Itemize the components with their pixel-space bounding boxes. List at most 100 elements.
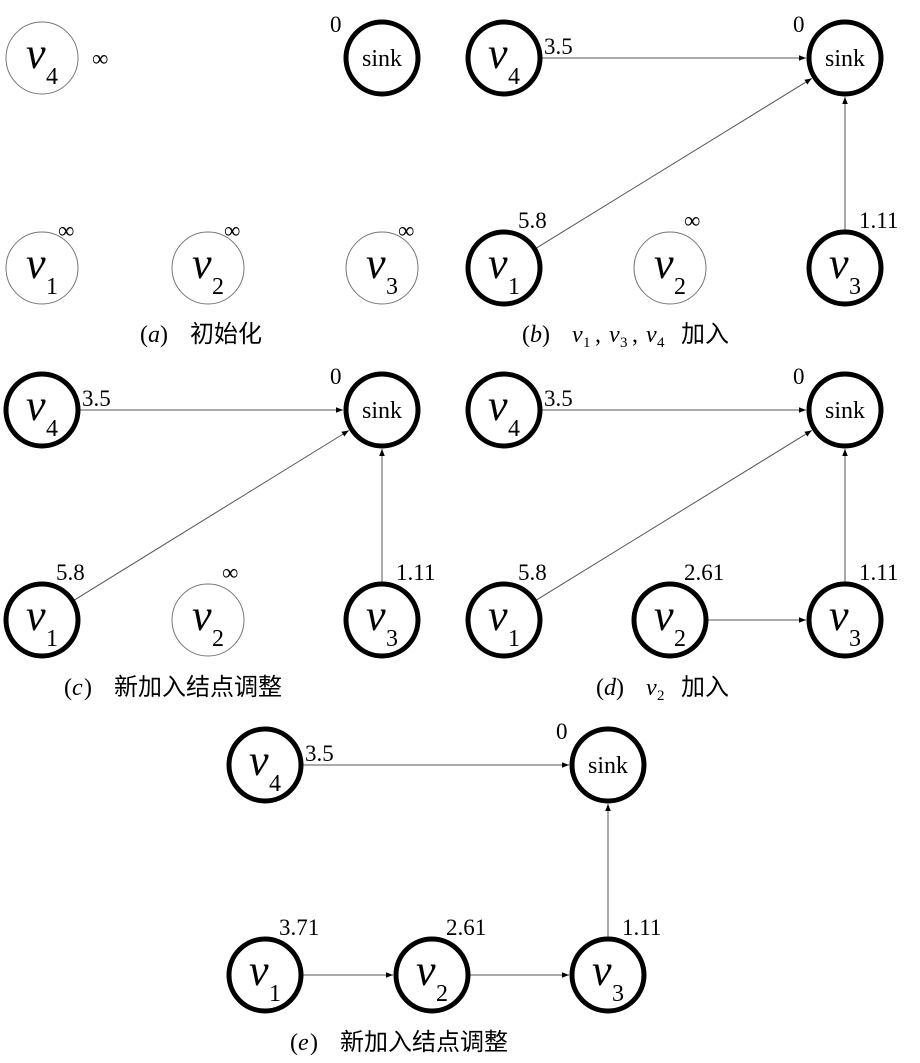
- node-circle: [343, 581, 421, 659]
- node-subscript: 2: [674, 274, 686, 300]
- node-var: v: [249, 946, 269, 995]
- node-weight: 0: [556, 719, 568, 744]
- caption-text: 加入: [681, 320, 729, 348]
- node-var: v: [488, 591, 508, 640]
- caption-var-sub: 3: [620, 335, 628, 351]
- node-circle: [631, 581, 709, 659]
- node-subscript: 3: [386, 626, 398, 652]
- node-var: v: [488, 239, 508, 288]
- node-circle: [226, 726, 304, 804]
- node-circle: [5, 231, 79, 305]
- node-weight: 2.61: [684, 560, 724, 585]
- caption-paren-open: (: [596, 675, 604, 701]
- panel-caption: (a)初始化: [140, 320, 262, 348]
- node-weight: ∞: [222, 560, 238, 585]
- caption-var: v: [609, 322, 620, 348]
- node-subscript: 1: [46, 626, 58, 652]
- node-circle: [465, 229, 543, 307]
- node-var: v: [26, 29, 46, 78]
- node-circle: [465, 581, 543, 659]
- caption-paren-open: (: [64, 675, 72, 701]
- caption-text: 加入: [681, 673, 729, 701]
- node-subscript: 4: [508, 416, 520, 442]
- node-circle: [5, 21, 79, 95]
- node-weight: 5.8: [518, 560, 547, 585]
- node-var: v: [416, 946, 436, 995]
- node-var: v: [366, 239, 386, 288]
- caption-paren-open: (: [290, 1030, 298, 1056]
- edge-v1-to-sink: [536, 78, 813, 249]
- node-var: v: [249, 736, 269, 785]
- caption-var: v: [646, 675, 657, 701]
- caption-paren-close: ): [542, 322, 550, 348]
- caption-var-sub: 2: [657, 688, 665, 704]
- node-weight: 2.61: [446, 915, 486, 940]
- node-weight: 0: [330, 12, 342, 37]
- node-subscript: 1: [508, 626, 520, 652]
- caption-var: v: [646, 322, 657, 348]
- node-sink: sink 0: [556, 719, 647, 804]
- node-circle: [343, 371, 421, 449]
- node-weight: ∞: [224, 218, 240, 243]
- node-subscript: 2: [212, 626, 224, 652]
- node-circle: [806, 371, 884, 449]
- node-subscript: 1: [269, 981, 281, 1007]
- node-var: v: [488, 381, 508, 430]
- caption-sep: ,: [632, 322, 638, 348]
- node-label: sink: [588, 753, 628, 779]
- node-var: v: [366, 591, 386, 640]
- node-circle: [171, 583, 245, 657]
- node-var: v: [654, 239, 674, 288]
- caption-paren-open: (: [140, 322, 148, 348]
- node-subscript: 3: [849, 626, 861, 652]
- node-subscript: 1: [46, 274, 58, 300]
- node-label: sink: [825, 398, 865, 424]
- node-weight: ∞: [92, 46, 108, 71]
- node-circle: [343, 19, 421, 97]
- node-subscript: 4: [46, 64, 58, 90]
- panel-caption: (e)新加入结点调整: [290, 1028, 508, 1056]
- node-var: v: [829, 591, 849, 640]
- caption-text: 新加入结点调整: [340, 1028, 508, 1056]
- node-circle: [806, 19, 884, 97]
- caption-paren-close: ): [160, 322, 168, 348]
- node-weight: 0: [793, 364, 805, 389]
- edge-v1-to-sink: [74, 430, 350, 601]
- node-circle: [3, 581, 81, 659]
- node-circle: [806, 229, 884, 307]
- caption-var: v: [572, 322, 583, 348]
- node-var: v: [26, 239, 46, 288]
- node-subscript: 2: [674, 626, 686, 652]
- node-var: v: [26, 381, 46, 430]
- caption-text: 新加入结点调整: [114, 673, 282, 701]
- node-var: v: [592, 946, 612, 995]
- node-label: sink: [825, 46, 865, 72]
- node-subscript: 2: [436, 981, 448, 1007]
- node-weight: 3.71: [279, 915, 319, 940]
- node-circle: [345, 231, 419, 305]
- caption-letter: e: [298, 1030, 309, 1056]
- node-weight: ∞: [58, 218, 74, 243]
- node-circle: [465, 19, 543, 97]
- node-weight: 3.5: [82, 386, 111, 411]
- node-subscript: 3: [849, 274, 861, 300]
- node-subscript: 3: [612, 981, 624, 1007]
- node-circle: [569, 936, 647, 1014]
- node-var: v: [26, 591, 46, 640]
- caption-letter: a: [148, 322, 160, 348]
- node-circle: [3, 371, 81, 449]
- node-subscript: 3: [386, 274, 398, 300]
- node-weight: 1.11: [396, 560, 435, 585]
